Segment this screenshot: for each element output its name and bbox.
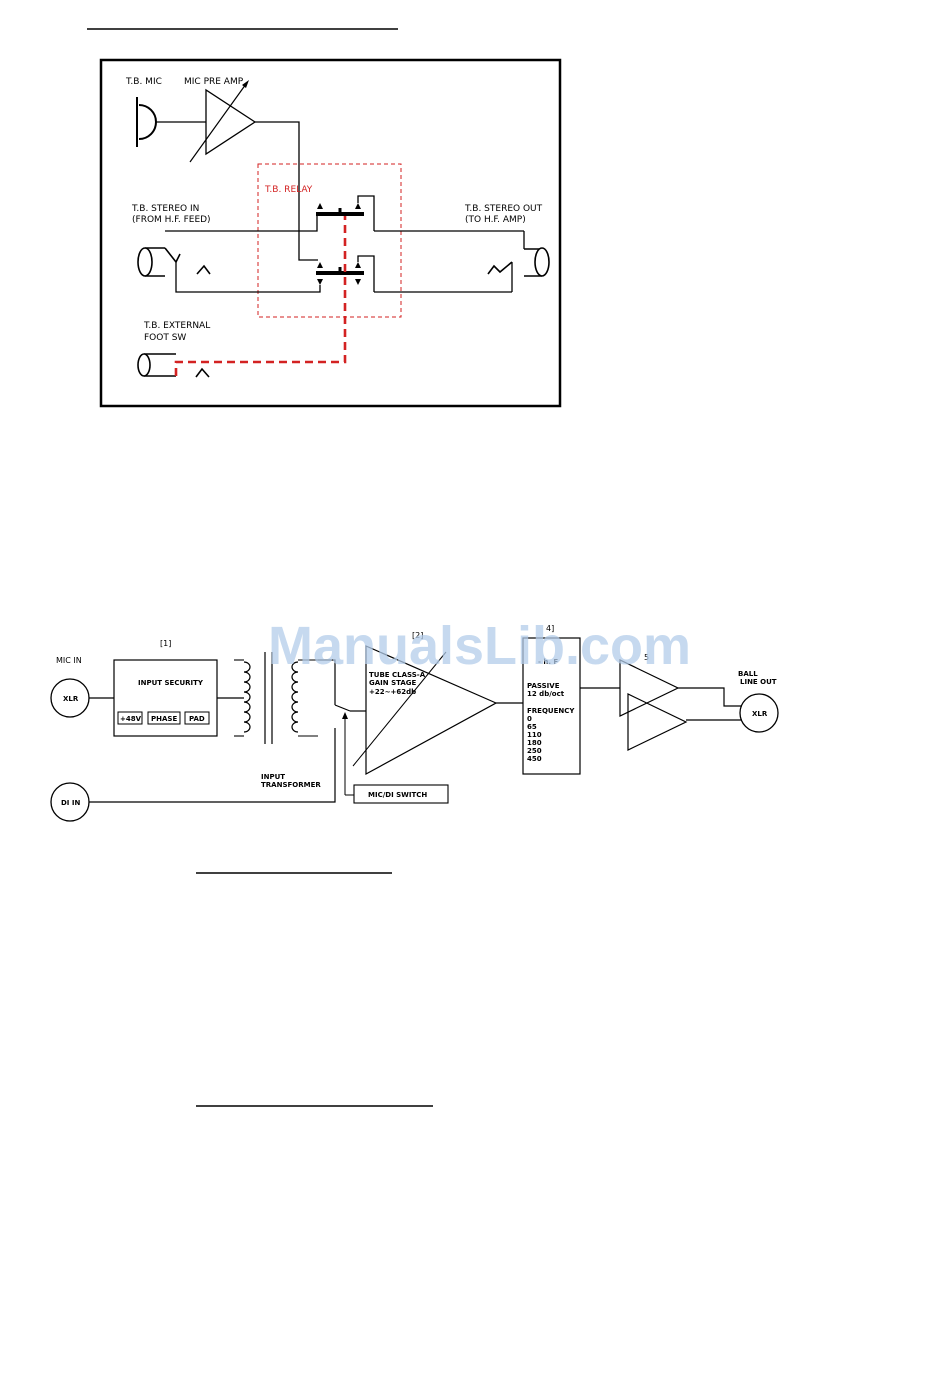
talkback-frame <box>99 58 562 408</box>
transformer-label-2: TRANSFORMER <box>261 781 321 789</box>
bal-out-label-2: LINE OUT <box>740 678 777 686</box>
transformer-label-1: INPUT <box>261 773 285 781</box>
relay-contacts <box>316 203 364 285</box>
relay-control-line <box>174 216 347 376</box>
freq-2: 110 <box>527 731 542 739</box>
filter-partial-label: - h. F <box>538 658 558 666</box>
signal-flow-diagram: MIC IN XLR [1] INPUT SECURITY +48V PHASE… <box>50 624 779 822</box>
slope-label: 12 db/oct <box>527 690 565 698</box>
switch-pad <box>184 711 210 725</box>
stereo-out-jack-icon <box>487 247 550 277</box>
freq-3: 180 <box>527 739 542 747</box>
relay-label: T.B. RELAY <box>264 185 313 195</box>
stereo-in-label-1: T.B. STEREO IN <box>131 204 199 214</box>
preamp-triangle-icon <box>189 80 257 163</box>
mic-in-label: MIC IN <box>56 656 82 665</box>
stereo-in-label-2: (FROM H.F. FEED) <box>132 215 211 225</box>
frequency-label: FREQUENCY <box>527 707 575 715</box>
talkback-diagram: T.B. MIC MIC PRE AMP T.B. RELAY <box>99 58 562 408</box>
input-transformer-icon <box>234 652 318 744</box>
tube-label-1: TUBE CLASS-A <box>369 671 426 679</box>
switch-phase <box>147 711 181 725</box>
block-2-number: [2] <box>412 631 423 640</box>
freq-1: 65 <box>527 723 537 731</box>
filter-block <box>522 637 581 775</box>
di-in-label: DI IN <box>61 799 80 807</box>
stereo-in-jack-icon <box>137 247 211 277</box>
block-5-number: 5 <box>644 653 649 662</box>
tube-label-2: GAIN STAGE <box>369 679 416 687</box>
foot-switch-label-1: T.B. EXTERNAL <box>143 321 210 331</box>
xlr-in-label: XLR <box>63 695 79 703</box>
xlr-out-connector <box>739 693 779 733</box>
tube-label-3: +22~+62db <box>369 688 416 696</box>
foot-switch-jack-icon <box>137 353 210 378</box>
input-security-block <box>113 659 218 737</box>
output-amp-lower <box>627 693 688 751</box>
mic-di-switch-label: MIC/DI SWITCH <box>368 791 427 799</box>
switch-48v-label: +48V <box>120 715 142 723</box>
freq-4: 250 <box>527 747 542 755</box>
passive-label: PASSIVE <box>527 682 560 690</box>
stereo-out-label-1: T.B. STEREO OUT <box>464 204 543 214</box>
foot-switch-label-2: FOOT SW <box>144 333 186 343</box>
relay-box <box>257 163 402 318</box>
switch-48v <box>117 711 143 725</box>
block-4-number: 4] <box>546 624 554 633</box>
block-1-number: [1] <box>160 639 171 648</box>
mic-di-switch-lever <box>334 704 351 712</box>
input-security-label: INPUT SECURITY <box>138 679 204 687</box>
xlr-out-label: XLR <box>752 710 768 718</box>
mic-label: T.B. MIC <box>125 77 162 87</box>
watermark: ManualsLib.com <box>268 616 691 676</box>
freq-0: 0 <box>527 715 532 723</box>
mic-icon <box>136 97 206 147</box>
tube-gain-triangle <box>365 645 498 776</box>
preamp-label: MIC PRE AMP <box>184 77 244 87</box>
mic-di-switch-box <box>353 784 449 804</box>
switch-phase-label: PHASE <box>151 715 177 723</box>
stereo-out-label-2: (TO H.F. AMP) <box>465 215 526 225</box>
switch-pad-label: PAD <box>189 715 205 723</box>
output-amp-upper <box>619 659 680 717</box>
freq-5: 450 <box>527 755 542 763</box>
bal-out-label-1: BALL <box>738 670 758 678</box>
